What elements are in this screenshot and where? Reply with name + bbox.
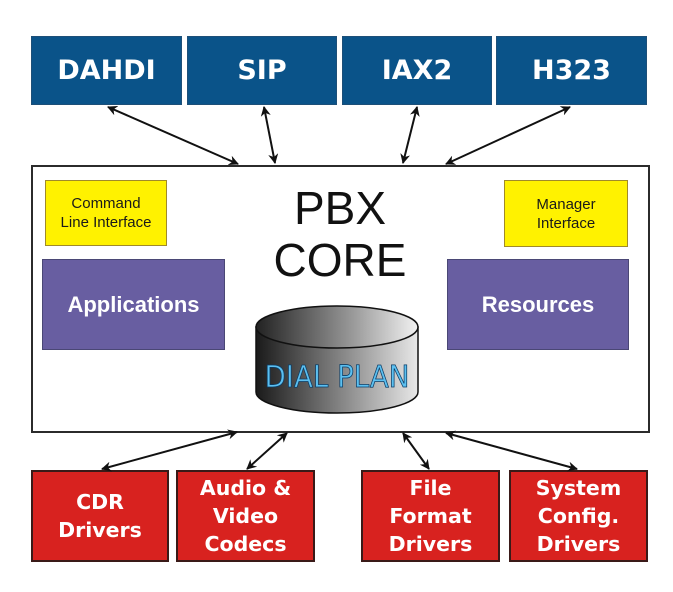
resources-label: Resources <box>481 291 595 317</box>
cli-label-line2: Line Interface <box>60 214 152 231</box>
protocol-h323-label: H323 <box>532 55 611 86</box>
protocol-iax2-label: IAX2 <box>381 55 453 86</box>
protocol-dahdi-label: DAHDI <box>57 55 156 86</box>
arrow-core-cdr <box>101 429 238 472</box>
driver-system-config-line3: Drivers <box>536 532 621 556</box>
driver-file-format-line3: Drivers <box>388 532 473 556</box>
command-line-interface-box: Command Line Interface <box>45 180 167 246</box>
driver-codecs-line2: Video <box>212 504 279 528</box>
applications-box: Applications <box>42 259 225 350</box>
applications-label: Applications <box>67 291 200 317</box>
manager-label-line2: Interface <box>536 214 596 232</box>
manager-interface-box: Manager Interface <box>504 180 628 247</box>
dial-plan-label: DIAL PLAN <box>265 360 410 395</box>
protocol-h323: H323 <box>496 36 647 105</box>
driver-cdr-line2: Drivers <box>58 518 142 542</box>
protocol-dahdi: DAHDI <box>31 36 182 105</box>
resources-box: Resources <box>447 259 629 350</box>
arrow-sip-core <box>260 106 279 164</box>
arrow-core-file-format <box>402 432 430 470</box>
driver-system-config-line1: System <box>535 476 622 500</box>
arrow-h323-core <box>445 106 571 165</box>
protocol-iax2: IAX2 <box>342 36 492 105</box>
driver-cdr: CDR Drivers <box>31 470 169 562</box>
pbx-core-title-line1: PBX <box>293 182 387 234</box>
dial-plan-database-icon: DIAL PLAN <box>255 305 419 414</box>
cli-label-line1: Command <box>71 195 141 212</box>
driver-codecs-line3: Codecs <box>204 532 287 556</box>
driver-cdr-line1: CDR <box>76 490 124 514</box>
arrow-iax2-core <box>400 106 420 164</box>
driver-codecs-line1: Audio & <box>199 476 292 500</box>
manager-label-line1: Manager <box>536 195 596 213</box>
arrow-core-codecs <box>246 432 288 470</box>
protocol-sip: SIP <box>187 36 337 105</box>
pbx-core-title: PBX CORE <box>250 182 430 286</box>
arrow-dahdi-core <box>107 106 239 165</box>
pbx-core-title-line2: CORE <box>273 234 407 286</box>
driver-file-format: File Format Drivers <box>361 470 500 562</box>
protocol-sip-label: SIP <box>237 55 287 86</box>
driver-system-config-line2: Config. <box>537 504 620 528</box>
driver-file-format-line2: Format <box>389 504 472 528</box>
driver-file-format-line1: File <box>409 476 452 500</box>
driver-system-config: System Config. Drivers <box>509 470 648 562</box>
driver-codecs: Audio & Video Codecs <box>176 470 315 562</box>
arrow-core-system-config <box>445 430 578 472</box>
